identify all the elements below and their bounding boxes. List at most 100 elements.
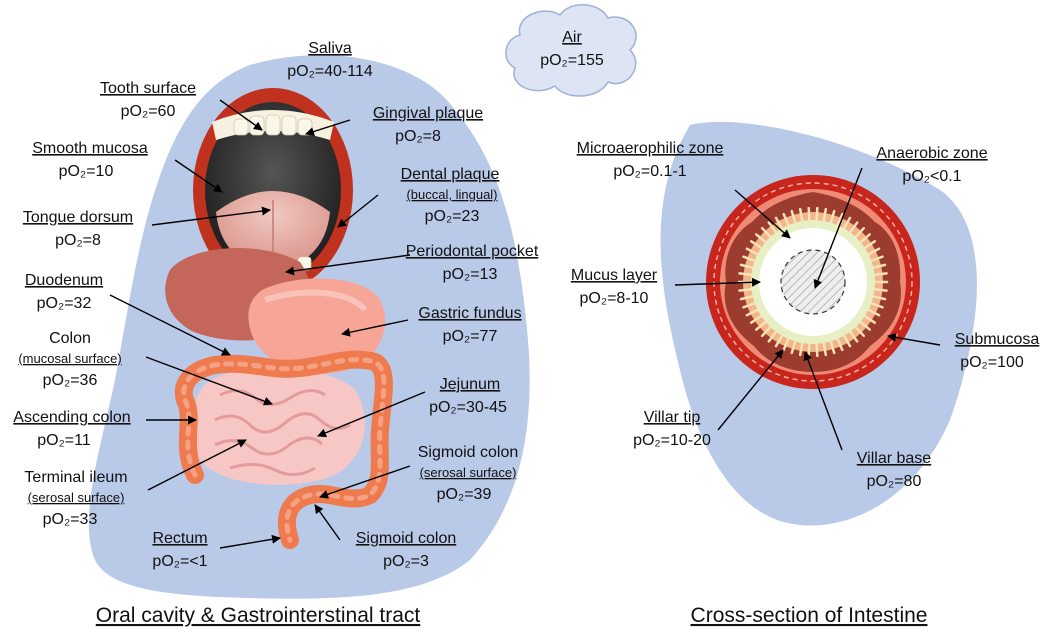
svg-text:Periodontal pocket: Periodontal pocket: [406, 243, 539, 260]
svg-text:(serosal surface): (serosal surface): [28, 490, 125, 505]
svg-text:Dental plaque: Dental plaque: [401, 166, 500, 183]
svg-text:pO₂<0.1: pO₂<0.1: [902, 168, 961, 185]
svg-text:Saliva: Saliva: [308, 40, 352, 57]
villus: [857, 233, 871, 245]
svg-text:Ascending colon: Ascending colon: [13, 409, 130, 426]
arrow-submucosa: [887, 332, 941, 346]
villus: [755, 319, 769, 331]
villus: [857, 319, 871, 331]
label-rectum: Rectum pO₂=<1: [152, 530, 207, 570]
arrow-sigmoid-serosal: [319, 465, 411, 499]
label-smooth-mucosa: Smooth mucosa pO₂=10: [32, 140, 148, 180]
villus: [822, 207, 828, 225]
arrow-terminal-ileum: [147, 439, 247, 491]
label-villar-base: Villar base pO₂=80: [857, 450, 932, 490]
villus: [798, 207, 804, 225]
svg-text:Villar base: Villar base: [857, 450, 932, 467]
svg-text:Rectum: Rectum: [152, 530, 207, 547]
label-gastric-fundus: Gastric fundus pO₂=77: [418, 305, 521, 345]
svg-text:pO₂=77: pO₂=77: [443, 328, 498, 345]
villus: [749, 313, 765, 324]
label-submucosa: Submucosa pO₂=100: [955, 331, 1040, 371]
label-mucus-layer: Mucus layer pO₂=8-10: [571, 267, 658, 307]
villus: [870, 263, 887, 270]
svg-text:(mucosal surface): (mucosal surface): [18, 351, 121, 366]
arrow-dental-plaque: [337, 194, 379, 228]
svg-text:(serosal surface): (serosal surface): [420, 465, 517, 480]
intestine-cross-section: [706, 175, 920, 389]
svg-text:Colon: Colon: [49, 330, 91, 347]
villus: [847, 328, 859, 343]
villus: [742, 301, 758, 309]
svg-text:Smooth mucosa: Smooth mucosa: [32, 140, 148, 157]
svg-text:pO₂=80: pO₂=80: [867, 473, 922, 490]
svg-text:pO₂=3: pO₂=3: [383, 553, 429, 570]
label-saliva: Saliva pO₂=40-114: [287, 40, 373, 80]
svg-text:pO₂=23: pO₂=23: [425, 208, 480, 225]
villus: [774, 332, 785, 348]
arrow-tooth-surface: [219, 99, 263, 131]
villus: [738, 287, 755, 292]
arrow-colon-mucosal: [145, 356, 273, 406]
villus: [739, 294, 756, 301]
svg-text:pO₂=155: pO₂=155: [540, 52, 604, 69]
svg-text:pO₂=60: pO₂=60: [121, 103, 176, 120]
stomach-illustration: [165, 248, 386, 374]
label-air: Air pO₂=155: [540, 29, 604, 69]
svg-text:pO₂=40-114: pO₂=40-114: [287, 63, 373, 80]
caption-oral-gi: Oral cavity & Gastrointerstinal tract: [96, 604, 421, 627]
villus: [822, 339, 828, 357]
label-dental-plaque: Dental plaque (buccal, lingual) pO₂=23: [401, 166, 500, 225]
small-intestine-illustration: [191, 367, 365, 485]
villus: [871, 272, 888, 277]
label-periodontal-pocket: Periodontal pocket pO₂=13: [406, 243, 539, 283]
label-terminal-ileum: Terminal ileum (serosal surface) pO₂=33: [24, 469, 127, 528]
arrow-gastric-fundus: [341, 319, 409, 337]
villus: [847, 221, 859, 236]
villus: [790, 338, 798, 355]
villus: [745, 247, 761, 257]
svg-text:(buccal, lingual): (buccal, lingual): [406, 187, 497, 202]
arrow-villar-tip: [717, 349, 784, 431]
villus: [755, 233, 769, 245]
label-duodenum: Duodenum pO₂=32: [25, 272, 103, 312]
caption-intestine: Cross-section of Intestine: [691, 604, 928, 627]
svg-text:Mucus layer: Mucus layer: [571, 267, 658, 284]
label-villar-tip: Villar tip pO₂=10-20: [633, 409, 711, 449]
svg-text:pO₂=39: pO₂=39: [437, 486, 492, 503]
label-sigmoid-serosal: Sigmoid colon (serosal surface) pO₂=39: [418, 444, 519, 503]
svg-text:pO₂=30-45: pO₂=30-45: [429, 399, 507, 416]
svg-text:Sigmoid colon: Sigmoid colon: [418, 444, 519, 461]
villus: [861, 240, 877, 251]
villus: [868, 301, 884, 309]
label-gingival-plaque: Gingival plaque pO₂=8: [373, 105, 483, 145]
svg-text:pO₂=0.1-1: pO₂=0.1-1: [613, 163, 686, 180]
arrow-jejunum: [317, 391, 426, 438]
villus: [745, 307, 761, 317]
svg-text:pO₂=8: pO₂=8: [55, 232, 101, 249]
arrow-anaerobic-zone: [813, 167, 863, 289]
svg-text:Gastric fundus: Gastric fundus: [418, 305, 521, 322]
villus: [861, 313, 877, 324]
label-jejunum: Jejunum pO₂=30-45: [429, 376, 507, 416]
arrow-smooth-mucosa: [174, 159, 223, 193]
svg-text:pO₂=8: pO₂=8: [395, 128, 441, 145]
villus: [865, 247, 881, 257]
arrow-duodenum: [109, 294, 231, 356]
arrow-microaerophilic-zone: [734, 189, 791, 239]
label-colon-mucosal: Colon (mucosal surface) pO₂=36: [18, 330, 121, 389]
villus: [739, 263, 756, 270]
villus: [749, 240, 765, 251]
villus: [815, 206, 819, 224]
villus: [852, 226, 866, 240]
svg-text:Microaerophilic zone: Microaerophilic zone: [577, 140, 724, 157]
arrow-rectum: [219, 534, 281, 549]
villus: [782, 335, 791, 352]
villus: [828, 209, 836, 226]
villus: [871, 287, 888, 292]
villus: [841, 332, 852, 348]
svg-text:pO₂=36: pO₂=36: [43, 372, 98, 389]
pointer-arrows: [109, 99, 941, 549]
arrow-tongue-dorsum: [151, 206, 271, 226]
